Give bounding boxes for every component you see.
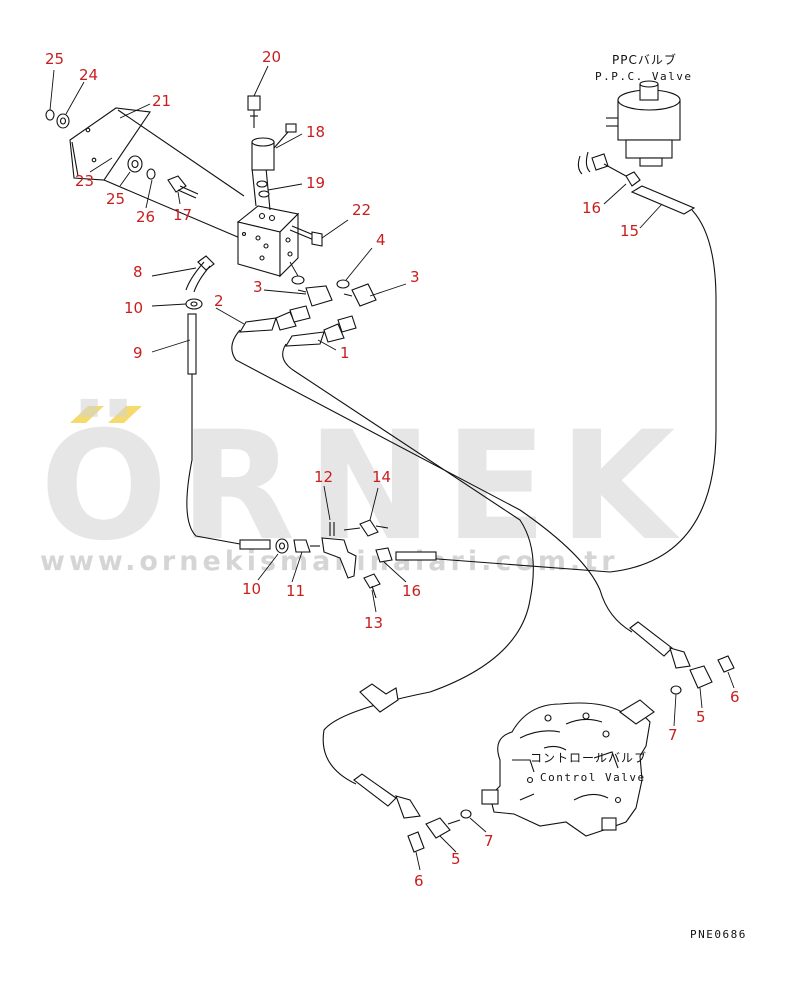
control-valve	[481, 699, 655, 837]
callout-8: 8	[133, 263, 143, 281]
callout-22: 22	[352, 201, 371, 219]
hose-route-2	[231, 329, 633, 633]
elbow-3-right	[343, 283, 377, 307]
callout-1: 1	[340, 344, 350, 362]
connector-20	[247, 95, 261, 128]
callout-9: 9	[133, 344, 143, 362]
control-valve-label-en: Control Valve	[540, 771, 646, 784]
elbow-8	[185, 255, 215, 293]
callout-7-right: 7	[668, 726, 678, 744]
watermark-accent-right	[108, 406, 142, 423]
hose-end-lower-left	[353, 773, 421, 819]
hose-end-10-left	[239, 539, 271, 550]
solenoid-valve-block	[236, 205, 300, 278]
callout-12: 12	[314, 468, 333, 486]
ppc-valve	[606, 80, 681, 167]
clamp-10-top	[185, 298, 203, 310]
callout-17: 17	[173, 206, 192, 224]
nut-16-top	[625, 171, 641, 187]
elbow-5-right	[689, 665, 713, 689]
leader-lines	[49, 65, 735, 871]
callout-3-right: 3	[410, 268, 420, 286]
o-rings-4	[289, 261, 350, 289]
callout-15: 15	[620, 222, 639, 240]
bolt-17	[167, 175, 199, 199]
watermark-accent-left	[70, 406, 104, 423]
screws-19	[256, 180, 270, 198]
callout-25-lower: 25	[106, 190, 125, 208]
drawing-code: PNE0686	[690, 928, 747, 941]
washer-26	[146, 168, 156, 180]
hose-route-15	[397, 209, 717, 573]
callout-11: 11	[286, 582, 305, 600]
callout-5-bottom: 5	[451, 850, 461, 868]
bracket-plate	[69, 107, 245, 239]
callout-26: 26	[136, 208, 155, 226]
hose-15	[630, 185, 696, 215]
callout-24: 24	[79, 66, 98, 84]
o-ring-7-bottom	[460, 809, 472, 819]
hose-2	[238, 305, 311, 333]
callout-19: 19	[306, 174, 325, 192]
elbow-3-left	[297, 285, 333, 307]
callout-numbers: 25 24 21 23 25 26 17 20 18 19 22 4 3 3 8…	[45, 48, 740, 890]
callout-25-top: 25	[45, 50, 64, 68]
callout-10-bottom: 10	[242, 580, 261, 598]
hose-clamp-middle	[359, 683, 399, 713]
ppc-valve-label-en: P.P.C. Valve	[595, 70, 692, 83]
clamp-10-bottom	[275, 538, 289, 554]
callout-4: 4	[376, 231, 386, 249]
hose-9	[187, 313, 197, 375]
hose-end-lower-right	[629, 621, 691, 669]
callout-23: 23	[75, 172, 94, 190]
callout-18: 18	[306, 123, 325, 141]
washer-25-top	[45, 109, 55, 121]
watermark-brand: ÖRNEK	[40, 398, 687, 574]
callout-20: 20	[262, 48, 281, 66]
bolt-13	[363, 573, 381, 599]
callout-6-bottom: 6	[414, 872, 424, 890]
callout-16-middle: 16	[402, 582, 421, 600]
callout-16-top: 16	[582, 199, 601, 217]
block-12	[321, 522, 357, 579]
bolt-14	[343, 519, 389, 537]
callout-2: 2	[214, 292, 224, 310]
callout-14: 14	[372, 468, 391, 486]
callout-13: 13	[364, 614, 383, 632]
ppc-valve-label-jp: PPCバルブ	[612, 52, 677, 67]
callout-21: 21	[152, 92, 171, 110]
nut-16-middle	[375, 547, 393, 563]
bolt-22	[289, 225, 323, 247]
elbow-5-bottom	[425, 817, 461, 839]
washer-24	[56, 113, 70, 129]
hose-end-16-right	[395, 551, 437, 561]
callout-10-top: 10	[124, 299, 143, 317]
watermark: ÖRNEK www.ornekismakinalari.com.tr	[40, 398, 687, 577]
callout-5-right: 5	[696, 708, 706, 726]
callout-3-left: 3	[253, 278, 263, 296]
solenoid-18	[251, 123, 297, 211]
hose-1	[284, 315, 357, 347]
hose-route-9	[186, 374, 241, 545]
callout-6-right: 6	[730, 688, 740, 706]
control-valve-label-jp: コントロールバルブ	[530, 750, 647, 765]
ppc-elbow-fitting	[577, 151, 627, 177]
plug-6-right	[717, 655, 735, 673]
fitting-11	[293, 539, 320, 553]
callout-7-bottom: 7	[484, 832, 494, 850]
plug-6-bottom	[407, 831, 425, 853]
hose-route-1	[282, 343, 534, 785]
o-ring-7-right	[670, 685, 682, 695]
spacer-25-lower	[127, 155, 143, 173]
